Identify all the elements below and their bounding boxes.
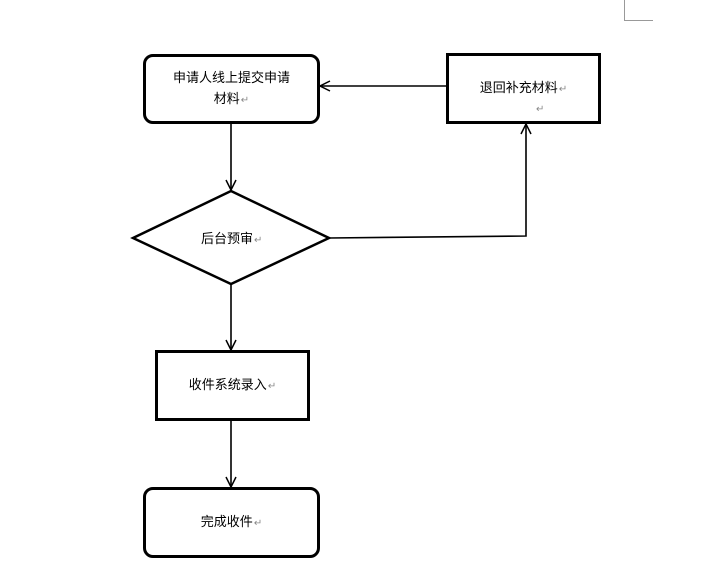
- node-submit-application: 申请人线上提交申请 材料↵: [143, 54, 320, 124]
- node-review-label-wrap: 后台预审↵: [201, 228, 262, 247]
- paragraph-mark: ↵: [254, 235, 263, 246]
- node-complete: 完成收件↵: [143, 487, 320, 558]
- node-entry-label: 收件系统录入: [188, 377, 267, 393]
- paragraph-mark: ↵: [267, 380, 277, 392]
- node-system-entry: 收件系统录入↵: [155, 350, 310, 421]
- paragraph-mark: ↵: [536, 104, 545, 115]
- node-done-label: 完成收件: [200, 514, 253, 530]
- paragraph-mark: ↵: [558, 83, 568, 95]
- node-review-label: 后台预审: [201, 232, 254, 247]
- paragraph-mark: ↵: [240, 94, 250, 106]
- paragraph-mark: ↵: [253, 517, 263, 529]
- node-return-label: 退回补充材料: [479, 80, 558, 96]
- arrow-review-to-return: [328, 124, 526, 239]
- node-submit-label-line1: 申请人线上提交申请: [172, 70, 290, 86]
- page-corner-mark: [624, 0, 653, 21]
- node-return-materials: 退回补充材料↵: [446, 53, 601, 124]
- node-submit-label-line2: 材料: [213, 91, 240, 107]
